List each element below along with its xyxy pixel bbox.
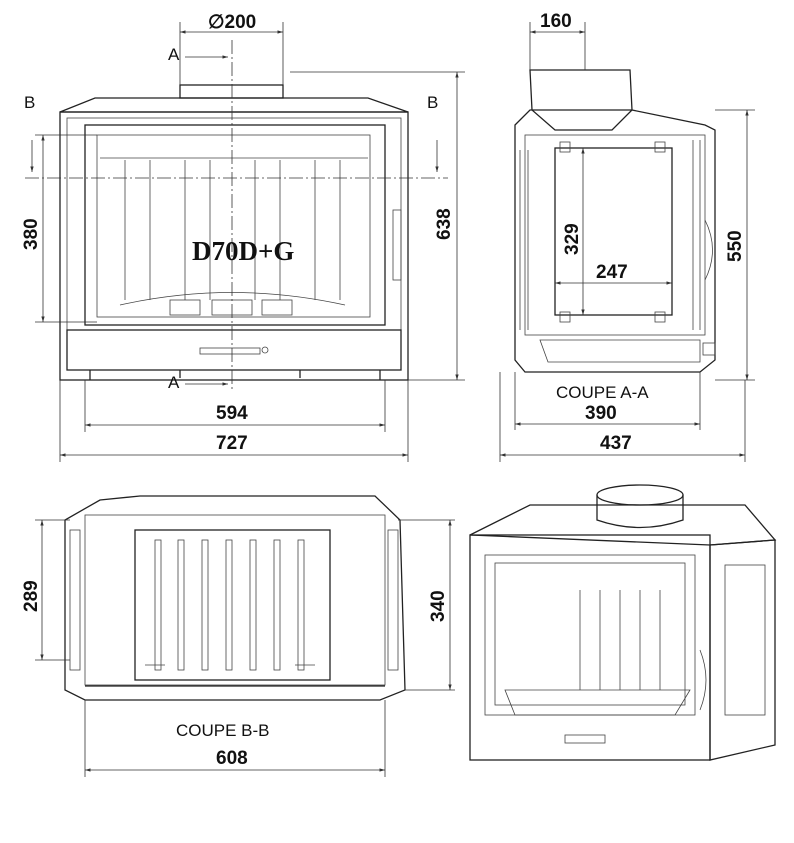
flue-collar-3d <box>596 495 684 529</box>
section-a-top-label: A <box>168 45 180 64</box>
dim-depth-inner-plan: 289 <box>21 580 42 612</box>
body-plan <box>64 495 406 701</box>
section-b-left-label: B <box>24 93 35 112</box>
dim-collar: 160 <box>540 11 572 32</box>
dim-height-glass-side: 329 <box>562 223 583 255</box>
glass <box>96 134 371 318</box>
body-section <box>514 109 716 373</box>
ash-panel <box>66 329 402 371</box>
section-a-bottom-label: A <box>168 373 180 392</box>
air-slider <box>199 347 261 355</box>
flue-collar-section <box>529 69 633 131</box>
dim-height-total-side: 550 <box>725 230 746 262</box>
diameter-label: ∅200 <box>208 12 256 33</box>
side-face-3d <box>709 539 776 761</box>
dim-depth-total: 437 <box>600 433 632 454</box>
glass-section <box>554 147 673 316</box>
model-name: D70D+G <box>192 236 294 266</box>
top-section-b-b: 289 340 COUPE B-B 608 <box>21 495 455 777</box>
dim-width-total: 727 <box>216 433 248 454</box>
grate-plan <box>134 529 331 681</box>
caption-coupe-b-b: COUPE B-B <box>176 721 270 740</box>
front-face-3d <box>469 534 711 761</box>
section-b-right-label: B <box>427 93 438 112</box>
dim-height-total: 638 <box>434 208 455 240</box>
air-slider-3d <box>564 734 606 744</box>
dim-depth-inner: 390 <box>585 403 617 424</box>
dim-depth-total-plan: 340 <box>428 590 449 622</box>
dim-width-glass-side: 247 <box>596 262 628 283</box>
flue-collar <box>179 84 284 99</box>
door-frame <box>84 124 386 326</box>
dim-width-inner: 594 <box>216 403 248 424</box>
glass-3d <box>494 562 686 706</box>
dim-width-plan: 608 <box>216 748 248 769</box>
side-section-a-a: 160 329 247 550 COUPE A-A 390 437 <box>499 11 755 462</box>
front-view: A A B B ∅200 638 380 D70D+G 594 727 <box>21 12 465 462</box>
hood-3d <box>469 504 777 546</box>
dim-height-glass: 380 <box>21 218 42 250</box>
perspective-view <box>469 484 777 761</box>
body-outline <box>59 111 409 381</box>
caption-coupe-a-a: COUPE A-A <box>556 383 649 402</box>
door-handle <box>392 209 402 281</box>
hood <box>59 97 409 113</box>
